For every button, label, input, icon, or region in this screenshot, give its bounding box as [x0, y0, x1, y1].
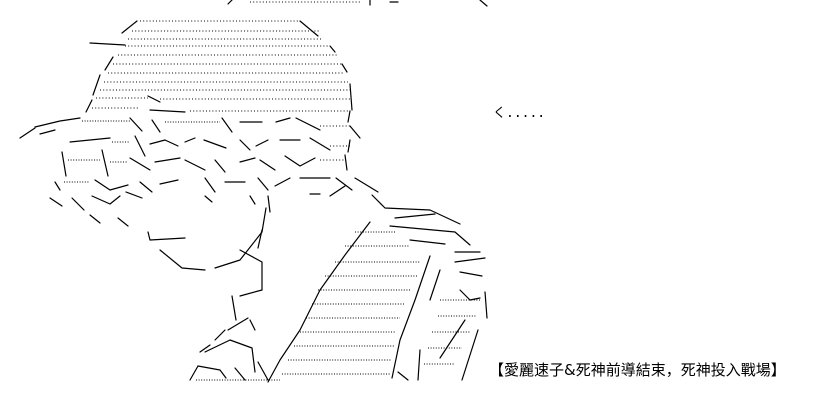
collar	[147, 207, 267, 381]
top-fragment	[227, 0, 488, 7]
hat-stripes	[85, 20, 353, 123]
lower-left	[196, 339, 280, 381]
brim	[19, 117, 361, 139]
face	[49, 135, 379, 227]
caption-text: 【愛麗速子&死神前導結束，死神投入戰場】	[489, 361, 786, 379]
side-mark: く.....	[493, 106, 546, 121]
coat	[267, 194, 488, 383]
